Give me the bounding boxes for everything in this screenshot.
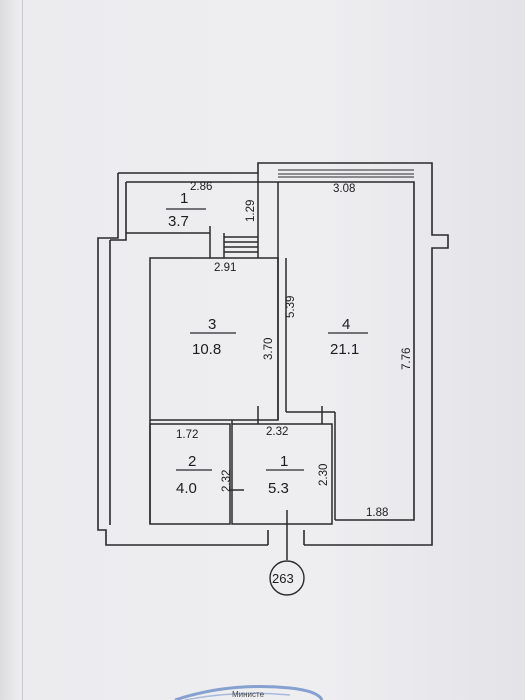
plan-number-circle (269, 560, 305, 596)
room-number: 2 (188, 453, 196, 470)
page-edge-line (22, 0, 23, 700)
dimension-label: 1.72 (176, 429, 198, 441)
dimension-label: 2.32 (221, 470, 233, 492)
dimension-label: 2.91 (214, 262, 236, 274)
dimension-label: 2.32 (266, 426, 288, 438)
dimension-label: 5.39 (285, 296, 297, 318)
room-area: 3.7 (168, 213, 189, 230)
stamp-arc (174, 685, 324, 700)
dimension-label: 7.76 (401, 348, 413, 370)
stamp-text: Министе (232, 690, 265, 699)
room-area: 10.8 (192, 341, 221, 358)
dimension-label: 3.08 (333, 183, 355, 195)
room-number: 3 (208, 316, 216, 333)
dimension-label: 3.70 (263, 338, 275, 360)
outer-walls (97, 162, 449, 546)
room-number: 1 (180, 190, 188, 207)
room-area: 21.1 (330, 341, 359, 358)
room-number: 4 (342, 316, 350, 333)
room-number: 1 (280, 453, 288, 470)
stamp-inner-arc (184, 692, 291, 700)
dimension-label: 1.88 (366, 507, 388, 519)
dimension-label: 1.29 (245, 200, 257, 222)
fraction-bars (166, 208, 368, 471)
interior-walls (149, 173, 336, 560)
room-area: 4.0 (176, 480, 197, 497)
dimension-label: 2.30 (318, 464, 330, 486)
window-top (278, 169, 414, 178)
room-area: 5.3 (268, 480, 289, 497)
dimension-label: 2.86 (190, 181, 212, 193)
plan-number: 263 (272, 571, 294, 586)
